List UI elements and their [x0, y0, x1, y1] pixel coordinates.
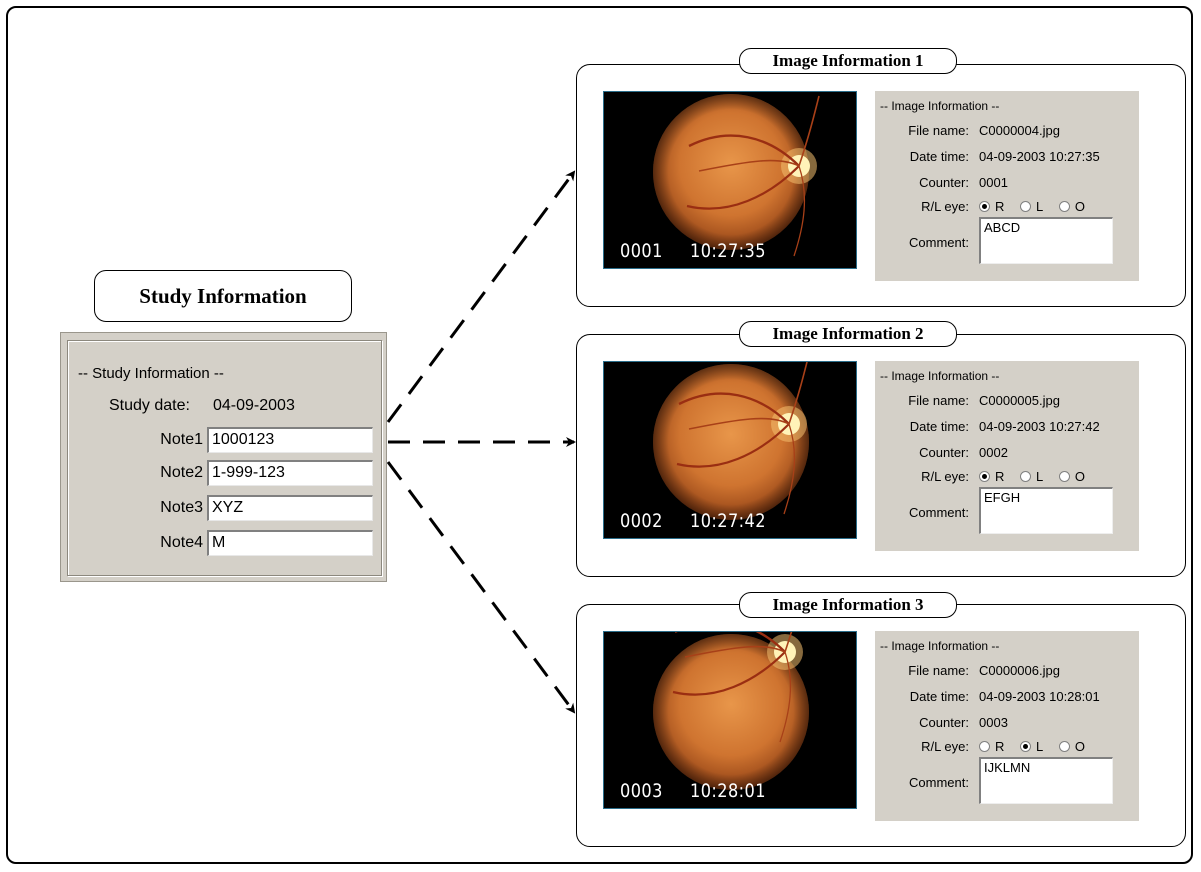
eye-radio-r[interactable]: R [979, 739, 1004, 754]
file-name-label: File name: [908, 393, 969, 408]
eye-radio-o[interactable]: O [1058, 199, 1085, 214]
radio-l-icon [1020, 471, 1032, 482]
eye-radio-o[interactable]: O [1058, 739, 1085, 754]
image-group-title: -- Image Information -- [880, 639, 1000, 653]
image-overlay: 0002 10:27:42 [620, 510, 766, 532]
eye-radio-l[interactable]: L [1020, 199, 1043, 214]
overlay-counter: 0003 [620, 780, 663, 802]
fundus-photo [653, 94, 820, 257]
radio-l-icon [1020, 741, 1032, 752]
image-information-title-2: Image Information 2 [739, 321, 957, 347]
comment-field[interactable]: IJKLMN [979, 757, 1113, 804]
note3-label: Note3 [160, 499, 203, 516]
image-information-box-2: 0002 10:27:42 -- Image Information -- Fil… [576, 334, 1186, 577]
file-name-value: C0000005.jpg [979, 393, 1060, 408]
eye-radio-l[interactable]: L [1020, 469, 1043, 484]
fundus-image: 0001 10:27:35 [603, 91, 857, 269]
study-information-group [67, 340, 382, 576]
counter-value: 0003 [979, 715, 1008, 730]
note2-field[interactable]: 1-999-123 [207, 460, 373, 486]
overlay-time: 10:27:42 [690, 510, 766, 532]
file-name-value: C0000006.jpg [979, 663, 1060, 678]
image-information-box-3: 0003 10:28:01 -- Image Information -- Fil… [576, 604, 1186, 847]
image-information-title-3: Image Information 3 [739, 592, 957, 618]
image-group-title: -- Image Information -- [880, 99, 1000, 113]
date-time-label: Date time: [909, 689, 969, 704]
arrow-to-image-1 [386, 170, 576, 423]
radio-o-icon [1058, 471, 1070, 482]
date-time-value: 04-09-2003 10:27:42 [979, 419, 1100, 434]
counter-value: 0001 [979, 175, 1008, 190]
image-information-title-1: Image Information 1 [739, 48, 957, 74]
rl-eye-radio-group: R L O [979, 469, 1085, 484]
image-overlay: 0003 10:28:01 [620, 780, 766, 802]
image-group-title: -- Image Information -- [880, 369, 1000, 383]
radio-r-icon [979, 201, 990, 212]
comment-label: Comment: [909, 775, 969, 790]
date-time-value: 04-09-2003 10:28:01 [979, 689, 1100, 704]
overlay-time: 10:27:35 [690, 240, 766, 262]
image-overlay: 0001 10:27:35 [620, 240, 766, 262]
note1-label: Note1 [160, 431, 203, 448]
file-name-label: File name: [908, 123, 969, 138]
comment-label: Comment: [909, 235, 969, 250]
comment-field[interactable]: EFGH [979, 487, 1113, 534]
study-group-title: -- Study Information -- [78, 365, 224, 382]
rl-eye-radio-group: R L O [979, 199, 1085, 214]
rl-eye-radio-group: R L O [979, 739, 1085, 754]
date-time-label: Date time: [909, 149, 969, 164]
note4-label: Note4 [160, 534, 203, 551]
counter-label: Counter: [919, 445, 969, 460]
date-time-label: Date time: [909, 419, 969, 434]
study-date-value: 04-09-2003 [213, 397, 295, 414]
note3-field[interactable]: XYZ [207, 495, 373, 521]
radio-o-icon [1058, 201, 1070, 212]
eye-radio-r[interactable]: R [979, 469, 1004, 484]
fundus-image: 0002 10:27:42 [603, 361, 857, 539]
file-name-label: File name: [908, 663, 969, 678]
eye-radio-o[interactable]: O [1058, 469, 1085, 484]
image-information-box-1: 0001 10:27:35 -- Image Information -- Fil… [576, 64, 1186, 307]
note4-field[interactable]: M [207, 530, 373, 556]
note2-label: Note2 [160, 464, 203, 481]
comment-field[interactable]: ABCD [979, 217, 1113, 264]
eye-radio-r[interactable]: R [979, 199, 1004, 214]
rl-eye-label: R/L eye: [921, 739, 969, 754]
overlay-counter: 0001 [620, 240, 663, 262]
radio-r-icon [979, 471, 990, 482]
fundus-image: 0003 10:28:01 [603, 631, 857, 809]
image-information-panel: -- Image Information -- File name: C0000… [875, 361, 1139, 551]
eye-radio-l[interactable]: L [1020, 739, 1043, 754]
note1-field[interactable]: 1000123 [207, 427, 373, 453]
image-information-panel: -- Image Information -- File name: C0000… [875, 631, 1139, 821]
comment-label: Comment: [909, 505, 969, 520]
study-information-panel: -- Study Information -- Study date: 04-0… [60, 332, 387, 582]
date-time-value: 04-09-2003 10:27:35 [979, 149, 1100, 164]
overlay-counter: 0002 [620, 510, 663, 532]
rl-eye-label: R/L eye: [921, 469, 969, 484]
file-name-value: C0000004.jpg [979, 123, 1060, 138]
counter-value: 0002 [979, 445, 1008, 460]
radio-l-icon [1020, 201, 1032, 212]
study-information-title: Study Information [94, 270, 352, 322]
rl-eye-label: R/L eye: [921, 199, 969, 214]
overlay-time: 10:28:01 [690, 780, 766, 802]
fundus-photo [653, 362, 809, 520]
study-date-label: Study date: [109, 397, 190, 414]
counter-label: Counter: [919, 715, 969, 730]
radio-o-icon [1058, 741, 1070, 752]
image-information-panel: -- Image Information -- File name: C0000… [875, 91, 1139, 281]
arrow-to-image-3 [386, 461, 576, 714]
radio-r-icon [979, 741, 990, 752]
counter-label: Counter: [919, 175, 969, 190]
fundus-photo [653, 632, 809, 790]
